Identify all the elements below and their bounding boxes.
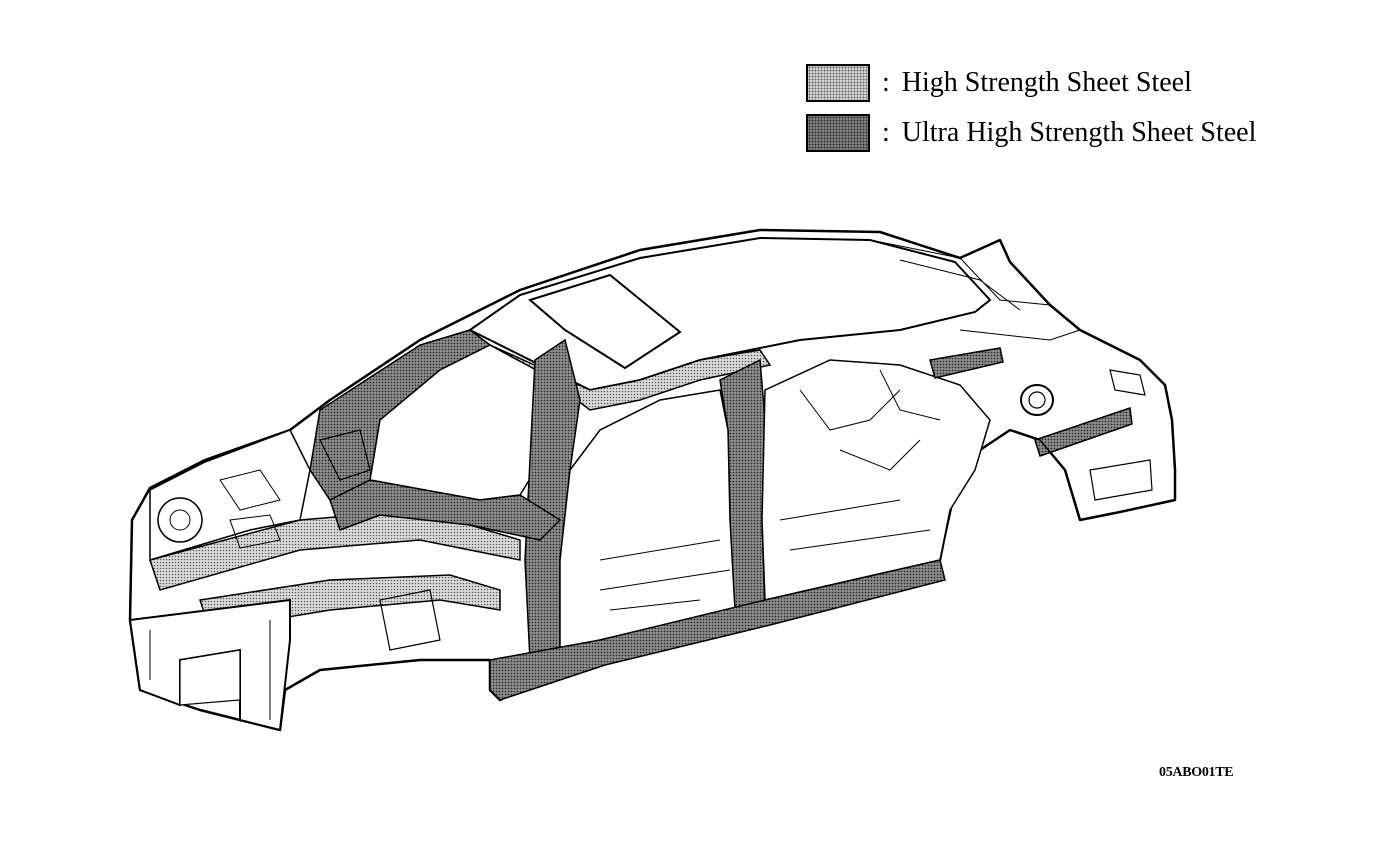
rear-door-opening bbox=[761, 359, 991, 601]
legend-item-ultra-high-strength: : Ultra High Strength Sheet Steel bbox=[806, 110, 1256, 156]
cowl-reinforcement bbox=[329, 479, 562, 541]
rear-quarter-reinforcement bbox=[929, 347, 1004, 379]
side-sill bbox=[489, 559, 946, 701]
ultra-high-strength-swatch bbox=[806, 114, 870, 152]
figure-code: 05ABO01TE bbox=[1159, 765, 1234, 780]
legend-item-high-strength: : High Strength Sheet Steel bbox=[806, 60, 1256, 106]
rear-side-reinforcement bbox=[1034, 406, 1133, 457]
legend-label-high-strength: High Strength Sheet Steel bbox=[901, 67, 1192, 98]
legend-label-ultra-high-strength: Ultra High Strength Sheet Steel bbox=[901, 117, 1257, 148]
sunroof-opening bbox=[527, 273, 682, 370]
legend-separator: : bbox=[882, 67, 890, 98]
material-legend: : High Strength Sheet Steel : Ultra High… bbox=[806, 60, 1256, 160]
legend-separator: : bbox=[882, 117, 890, 148]
fuel-filler-opening bbox=[1020, 384, 1054, 416]
high-strength-swatch bbox=[806, 64, 870, 102]
front-door-opening bbox=[559, 389, 736, 651]
